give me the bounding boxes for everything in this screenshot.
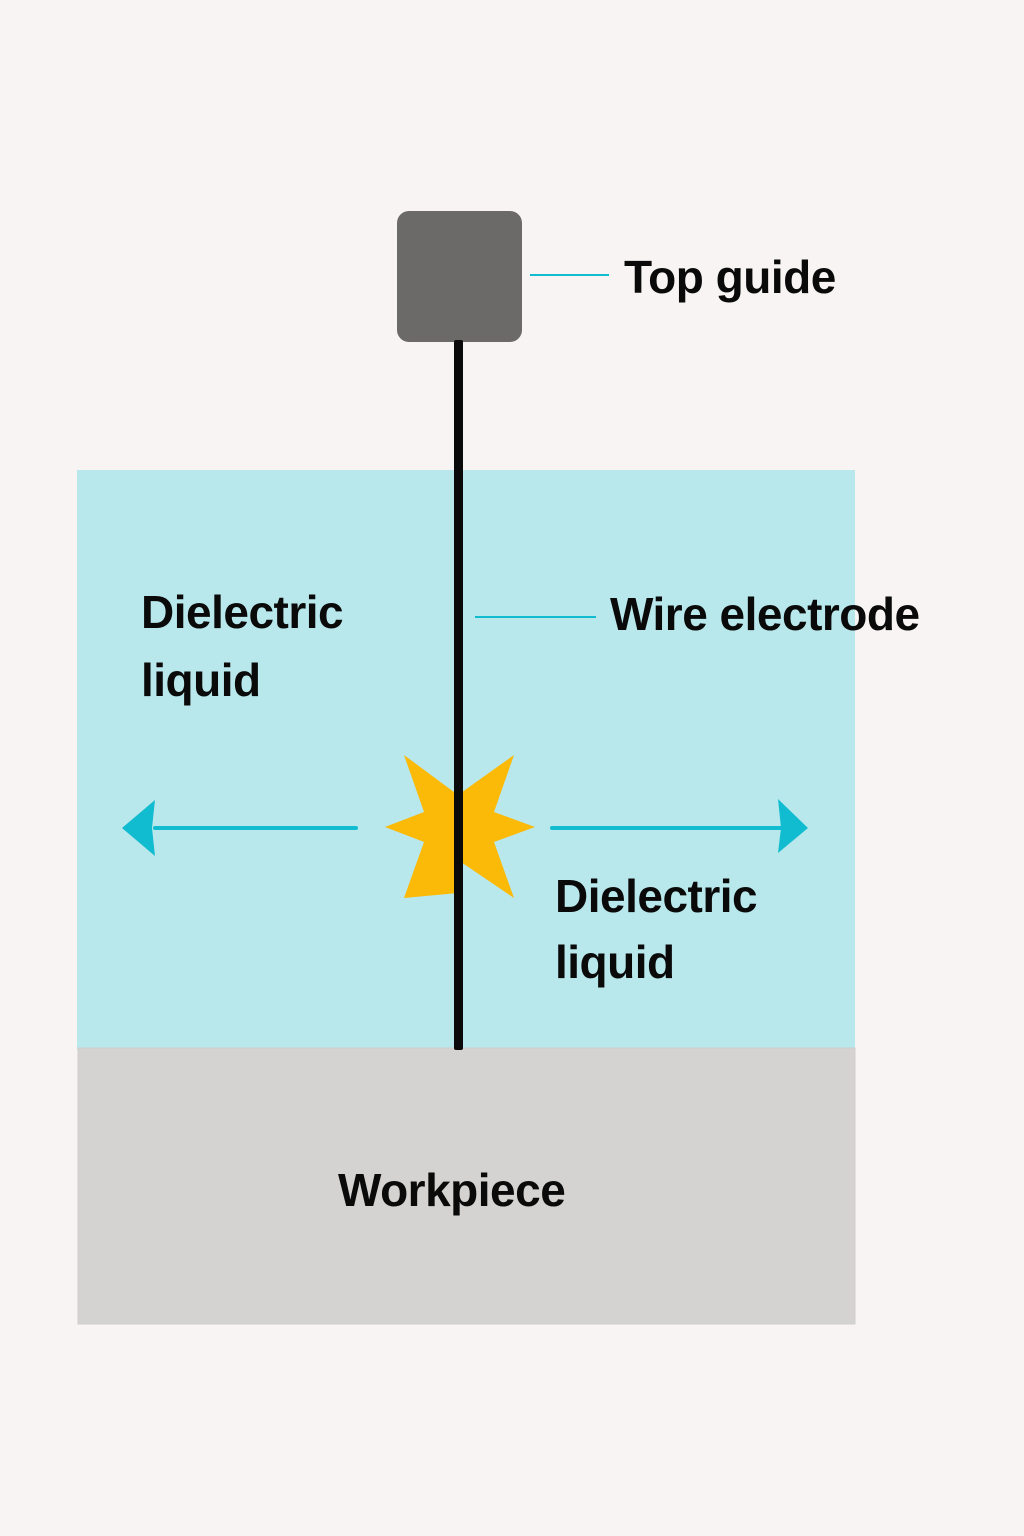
dielectric-tank [77,470,855,1050]
top-guide [397,211,522,342]
wire-electrode-label: Wire electrode [610,588,920,640]
arrow-right-icon [550,799,808,853]
top-guide-label: Top guide [624,251,836,303]
dielectric-liquid-right-line2: liquid [555,936,675,988]
dielectric-liquid-right-line1: Dielectric [555,870,758,922]
workpiece-block [77,1047,856,1325]
dielectric-liquid-left-line1: Dielectric [141,586,344,638]
spark-star-icon [385,755,535,900]
workpiece-label: Workpiece [338,1164,566,1216]
arrow-left-icon [122,800,358,856]
dielectric-liquid-left-line2: liquid [141,654,261,706]
wire-electrode [454,340,463,1050]
